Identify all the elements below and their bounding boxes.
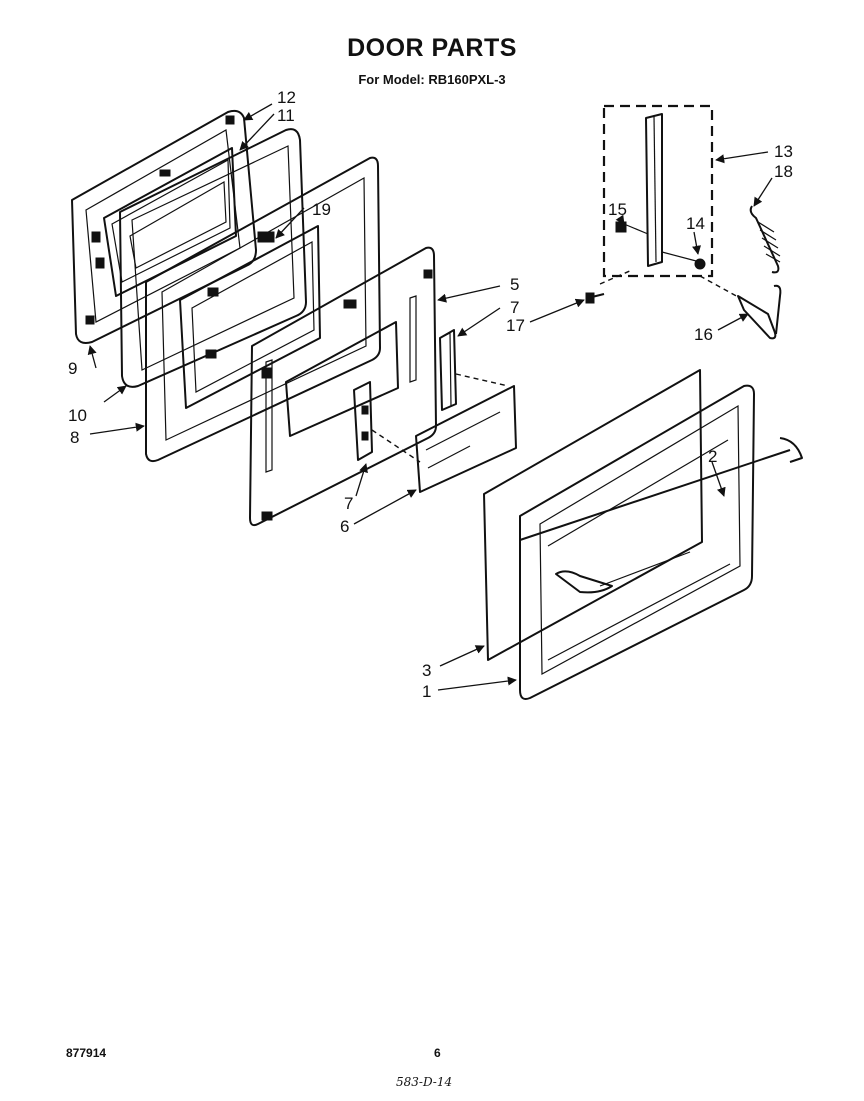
callout-2: 2 [708,447,717,466]
part-2-handle-rod [519,437,803,541]
callout-14: 14 [686,214,705,233]
callout-16: 16 [694,325,713,344]
part-16-hinge-lever [737,284,782,340]
part-3-outer-glass [483,369,703,661]
callout-7-lower: 7 [344,494,353,513]
callout-leaders [87,103,773,691]
part-7-hinge-bracket-upper [439,329,457,411]
callout-1: 1 [422,682,431,701]
hinge-assembly-box [599,104,741,299]
callout-6: 6 [340,517,349,536]
part-17-hinge-pin [585,292,605,304]
model-subtitle: For Model: RB160PXL-3 [358,72,506,87]
callout-8: 8 [70,428,79,447]
callout-7-upper: 7 [510,298,519,317]
part-18-spring [749,205,781,274]
callout-11: 11 [277,106,295,125]
callout-17: 17 [506,316,525,335]
part-5-inner-panel [249,246,437,527]
part-7-hinge-bracket-lower [353,381,373,461]
page-number: 6 [434,1046,441,1060]
callout-3: 3 [422,661,431,680]
part-9-inner-door-panel [71,109,257,344]
callout-12: 12 [277,88,296,107]
part-6-inner-glass [371,373,517,493]
handwritten-code: 583-D-14 [396,1075,453,1089]
callout-19: 19 [312,200,331,219]
callout-13: 13 [774,142,793,161]
callout-5: 5 [510,275,519,294]
part-number: 877914 [66,1046,107,1060]
callout-9: 9 [68,359,77,378]
part-10-door-gasket [119,128,307,388]
page-title: DOOR PARTS [347,34,517,62]
callout-18: 18 [774,162,793,181]
callout-10: 10 [68,406,87,425]
part-8-insulation-frame [145,156,381,463]
callout-15: 15 [608,200,627,219]
part-1-outer-door-frame [519,384,755,700]
